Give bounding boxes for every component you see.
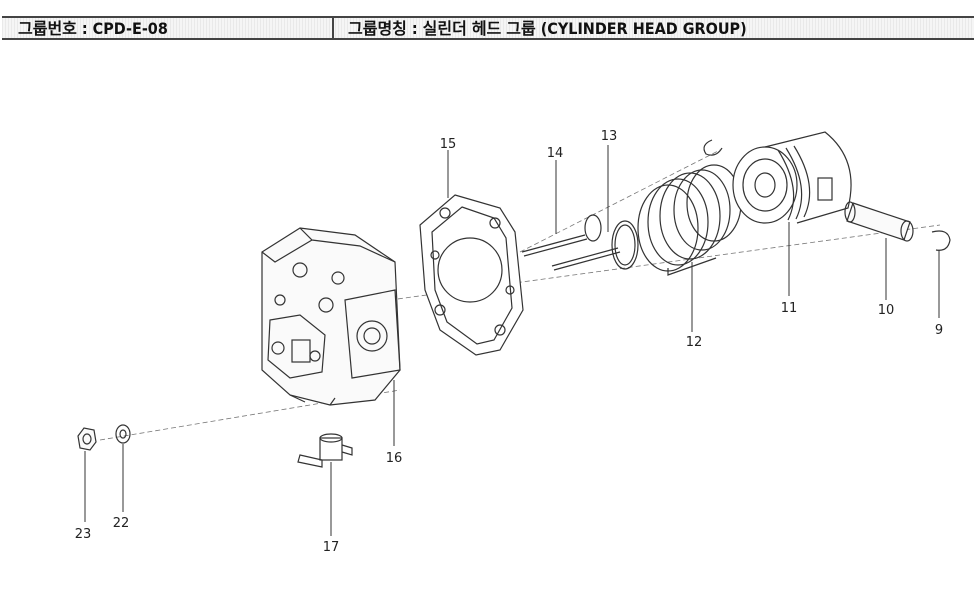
piston-pin-part: [844, 201, 914, 242]
callout-14: 14: [547, 146, 564, 161]
valve-washer-part: [611, 220, 639, 270]
callout-15: 15: [440, 137, 457, 152]
nut-part: [77, 427, 97, 451]
callout-17: 17: [323, 540, 340, 555]
upper-clip-part: [703, 139, 723, 156]
group-name: 그룹명칭 : 실린더 헤드 그룹 (CYLINDER HEAD GROUP): [348, 19, 747, 38]
head-gasket-part: [419, 194, 524, 356]
leader-lines: [84, 145, 940, 536]
snap-ring-part: [931, 230, 951, 251]
washer-part: [115, 424, 131, 444]
group-header-bar: 그룹번호 : CPD-E-08 그룹명칭 : 실린더 헤드 그룹 (CYLIND…: [2, 16, 974, 40]
callout-23: 23: [75, 527, 92, 542]
cylinder-head-part: [261, 227, 401, 406]
callout-labels: 9 10 11 12 13 14 15 16 17 22 23: [75, 129, 943, 555]
piston-part: [732, 131, 852, 224]
callout-9: 9: [935, 323, 943, 338]
group-number: 그룹번호 : CPD-E-08: [18, 18, 334, 38]
piston-ring-set-part: [637, 164, 742, 276]
callout-10: 10: [878, 303, 895, 318]
valve-part: [521, 214, 636, 271]
callout-13: 13: [601, 129, 618, 144]
callout-16: 16: [386, 451, 403, 466]
callout-12: 12: [686, 335, 703, 350]
callout-22: 22: [113, 516, 130, 531]
callout-11: 11: [781, 301, 798, 316]
bracket-fitting-part: [297, 433, 353, 468]
